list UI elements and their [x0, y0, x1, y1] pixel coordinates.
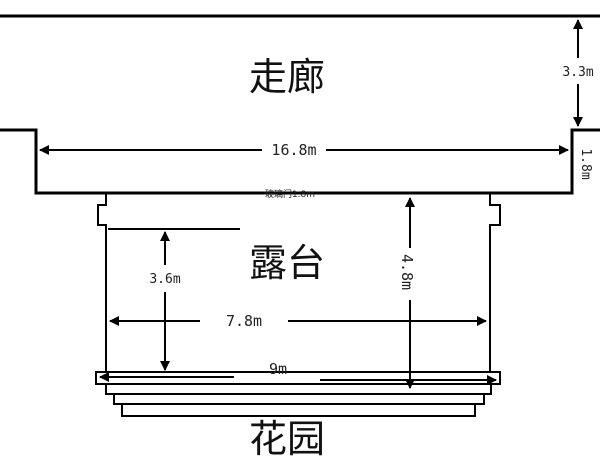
terrace-depth-dimension: 4.8m — [398, 197, 416, 389]
corridor-width-label: 16.8m — [271, 141, 316, 159]
terrace-inner-width-dimension: 7.8m — [109, 312, 487, 330]
glass-door-label: 玻璃门1.8m — [265, 188, 315, 200]
corridor-height-dimension: 3.3m — [562, 19, 594, 127]
corridor-height-label: 3.3m — [562, 65, 593, 80]
terrace-inner-depth-dimension: 3.6m — [108, 228, 240, 371]
terrace-inner-width-label: 7.8m — [226, 312, 262, 330]
corridor-side-label: 1.8m — [578, 148, 593, 179]
terrace-depth-label: 4.8m — [398, 254, 416, 290]
corridor-label: 走廊 — [249, 55, 325, 99]
terrace-outer-width-label: 9m — [269, 360, 287, 378]
terrace-inner-depth-label: 3.6m — [149, 272, 180, 287]
corridor-width-dimension: 16.8m — [39, 141, 569, 159]
terrace-outline — [95, 193, 501, 417]
terrace-outer-width-dimension: 9m — [99, 360, 497, 385]
garden-label: 花园 — [249, 417, 325, 461]
corridor-outline — [0, 14, 600, 195]
terrace-label: 露台 — [249, 241, 325, 285]
